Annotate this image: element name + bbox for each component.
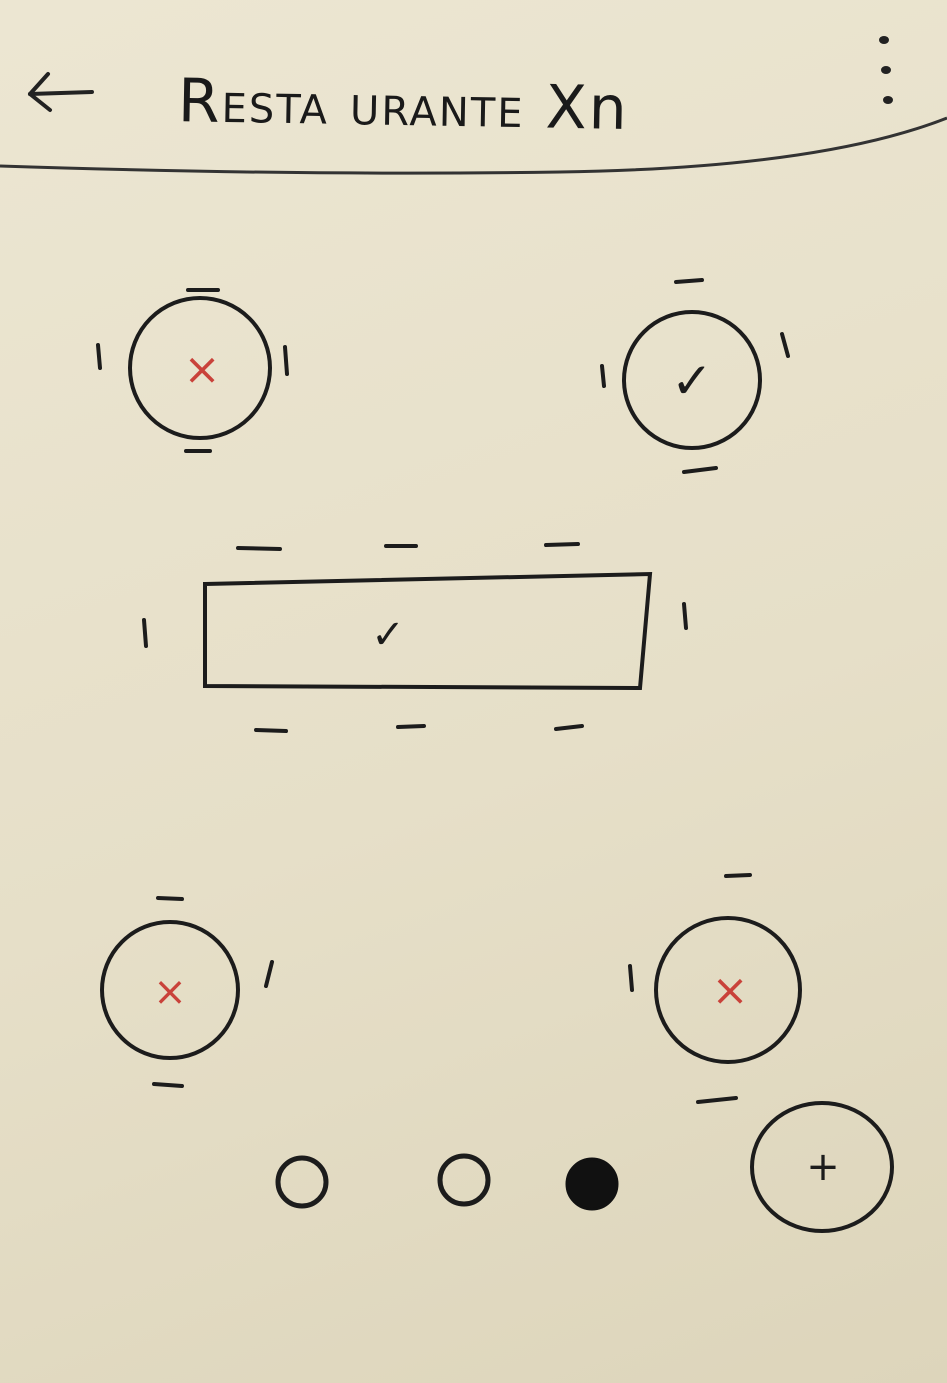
kebab-menu-icon	[879, 36, 893, 104]
table-4-status-mark: ×	[153, 969, 187, 1015]
table-5-chairs	[628, 873, 752, 1104]
header-divider	[0, 116, 947, 175]
table-2[interactable]: ✓	[600, 278, 790, 474]
overflow-menu-button[interactable]	[868, 28, 908, 112]
table-3-status-mark: ✓	[371, 612, 405, 658]
table-1-status-mark: ×	[184, 344, 221, 395]
table-2-outline	[622, 310, 762, 450]
arrow-left-icon	[28, 72, 94, 112]
table-4-outline	[100, 920, 240, 1060]
table-3-chairs	[142, 542, 688, 733]
table-1-chairs	[96, 288, 289, 453]
fab-outline: +	[750, 1101, 894, 1233]
table-2-status-mark: ✓	[671, 352, 713, 410]
table-5-outline	[654, 916, 802, 1064]
table-3-outline	[203, 571, 653, 691]
plus-icon: +	[806, 1144, 840, 1190]
add-table-button[interactable]: +	[750, 1100, 895, 1235]
page-indicator	[275, 1153, 619, 1211]
table-4[interactable]: ×	[100, 896, 274, 1088]
back-button[interactable]	[22, 62, 102, 122]
table-3[interactable]: ✓	[142, 542, 688, 733]
table-2-chairs	[600, 278, 790, 474]
table-1-outline	[128, 296, 272, 440]
table-5-status-mark: ×	[712, 965, 749, 1016]
page-dot-3-active[interactable]	[565, 1157, 619, 1211]
page-dot-2[interactable]	[437, 1153, 491, 1207]
table-1[interactable]: ×	[96, 288, 289, 453]
table-5[interactable]: ×	[628, 873, 802, 1104]
page-dot-1[interactable]	[275, 1155, 329, 1209]
table-4-chairs	[152, 896, 274, 1088]
